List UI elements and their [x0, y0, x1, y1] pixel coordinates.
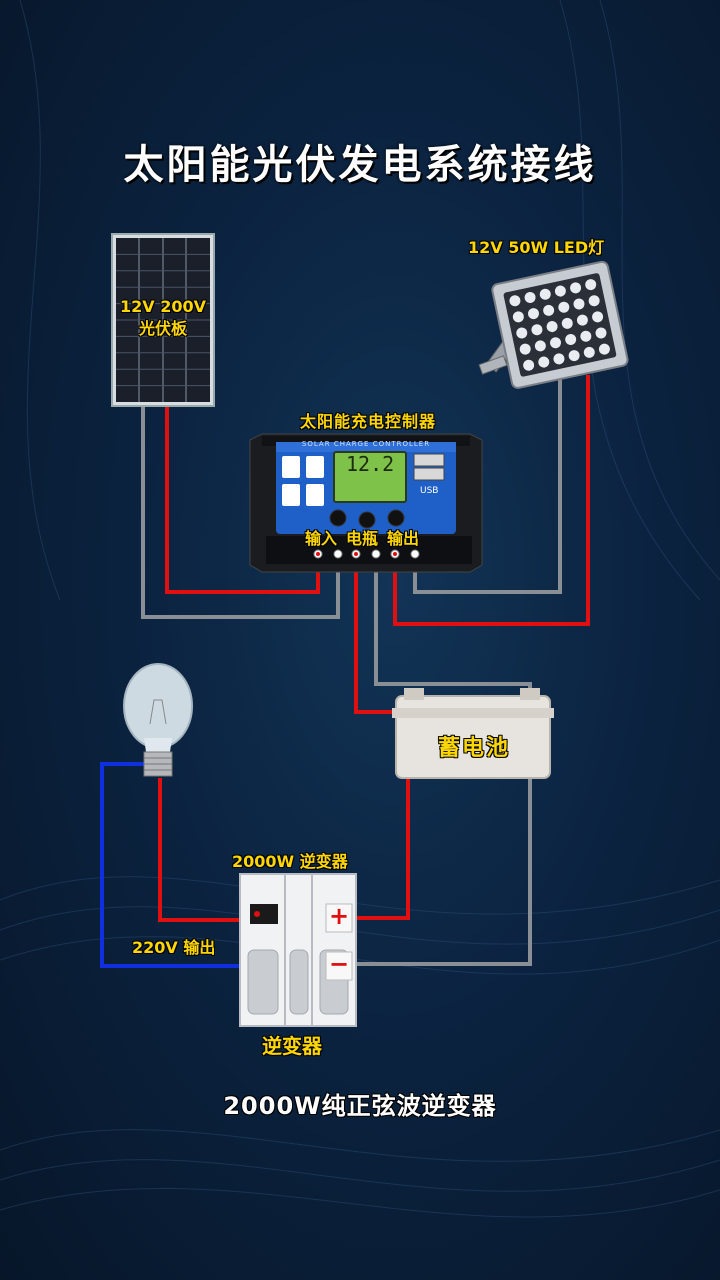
battery-label: 蓄电池 — [437, 736, 510, 761]
inverter-bottom-label: 逆变器 — [262, 1034, 322, 1058]
inverter-top-label: 2000W 逆变器 — [232, 852, 348, 871]
terminal-label-output: 输出 — [387, 529, 420, 548]
solar-panel-label: 12V 200V 光伏板 — [110, 296, 216, 340]
wire-ac-neutral — [100, 762, 246, 968]
wire-inverter-positive — [352, 712, 410, 920]
wire-solar-positive — [165, 405, 320, 594]
wire-led-negative — [413, 375, 562, 594]
terminal-label-battery: 电瓶 — [346, 529, 379, 548]
solar-panel — [111, 233, 215, 407]
wire-solar-negative — [141, 405, 340, 619]
inverter — [239, 873, 357, 1027]
wire-battery-positive — [354, 562, 408, 714]
wire-ac-live — [158, 778, 246, 922]
usb-label: USB — [420, 486, 439, 496]
solar-panel-label-line2: 光伏板 — [138, 319, 187, 338]
led-light-label: 12V 50W LED灯 — [468, 238, 605, 257]
solar-panel-label-line1: 12V 200V — [120, 297, 206, 316]
controller-brand-text: SOLAR CHARGE CONTROLLER — [301, 440, 431, 448]
wire-led-positive — [393, 375, 590, 626]
footer-caption: 2000W纯正弦波逆变器 — [223, 1092, 497, 1120]
wire-inverter-negative — [352, 700, 532, 966]
battery — [392, 688, 554, 779]
lcd-readout: 12.2 — [346, 452, 395, 476]
light-bulb — [123, 663, 193, 777]
inverter-minus-terminal: − — [328, 950, 350, 978]
wire-battery-negative — [374, 562, 532, 700]
solar-charge-controller — [249, 433, 483, 573]
inverter-plus-terminal: + — [328, 902, 350, 930]
controller-label: 太阳能充电控制器 — [299, 412, 436, 431]
page-title: 太阳能光伏发电系统接线 — [123, 142, 597, 188]
led-floodlight — [478, 260, 629, 389]
inverter-output-label: 220V 输出 — [132, 938, 216, 957]
terminal-label-input: 输入 — [305, 529, 338, 548]
